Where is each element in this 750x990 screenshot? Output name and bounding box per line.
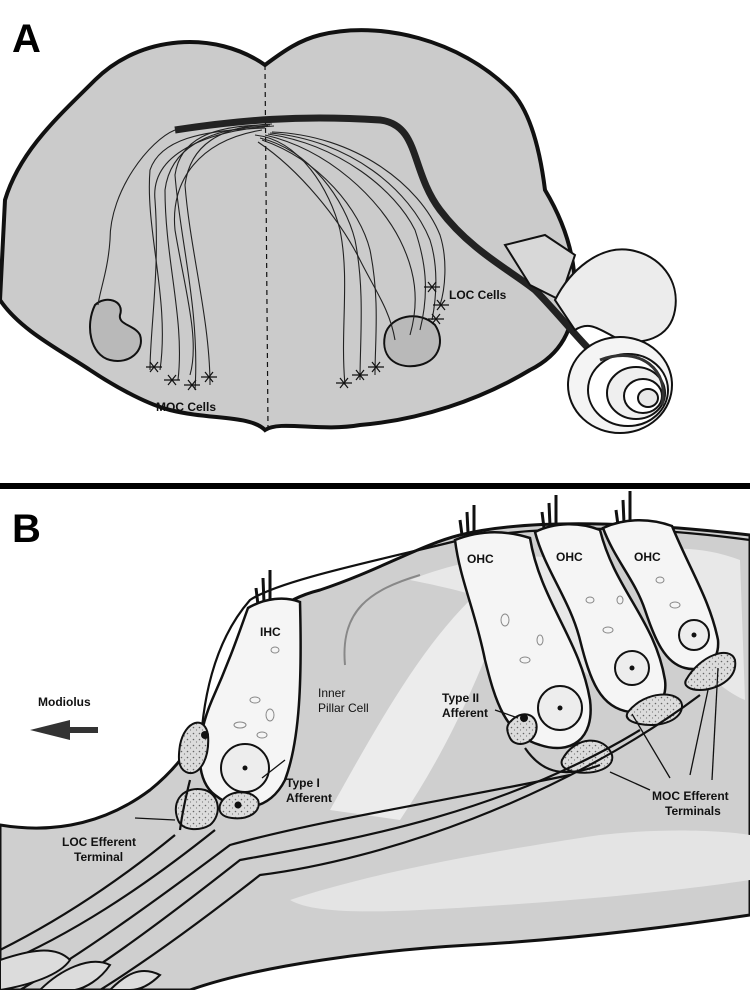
moc-fibers xyxy=(97,123,275,391)
modiolus-label: Modiolus xyxy=(38,695,91,709)
ohc-label-1: OHC xyxy=(467,552,494,566)
loc-efferent-label-line2: Terminal xyxy=(74,850,123,864)
synapse-marks xyxy=(201,714,528,809)
brainstem-outline xyxy=(0,28,578,433)
panel-b-letter: B xyxy=(12,507,41,551)
loc-nucleus xyxy=(383,315,441,368)
type-i-afferent-label-line2: Afferent xyxy=(286,791,332,805)
type-ii-afferent-label-line1: Type II xyxy=(442,691,479,705)
basilar-region xyxy=(290,830,750,912)
ohc-label-2: OHC xyxy=(556,550,583,564)
ihc-label: IHC xyxy=(260,625,281,639)
inner-pillar-label-line2: Pillar Cell xyxy=(318,701,369,715)
moc-cell-bodies xyxy=(146,361,217,391)
stereocilia xyxy=(254,491,632,606)
moc-cells-label: MOC Cells xyxy=(156,400,216,414)
tunnel-of-corti xyxy=(330,589,503,820)
inner-pillar-label-line1: Inner xyxy=(318,686,345,700)
panel-a-letter: A xyxy=(12,17,41,61)
type-ii-afferent-label-line2: Afferent xyxy=(442,706,488,720)
moc-nucleus xyxy=(89,298,142,362)
loc-cells-label: LOC Cells xyxy=(449,288,507,302)
nerve-root xyxy=(503,233,577,302)
panel-b: B xyxy=(0,491,750,990)
outer-hair-cell-1 xyxy=(453,530,592,750)
modiolar-fibers xyxy=(0,949,162,990)
panel-a: A xyxy=(0,17,677,434)
type-i-afferent-label-line1: Type I xyxy=(286,776,320,790)
modiolus-arrow xyxy=(30,720,98,740)
efferent-terminals xyxy=(175,651,737,831)
loc-cell-bodies xyxy=(336,281,449,389)
pillar-cell-edge xyxy=(343,574,421,666)
ohc-label-3: OHC xyxy=(634,550,661,564)
loc-fibers xyxy=(254,131,446,386)
moc-efferent-label-line1: MOC Efferent xyxy=(652,789,729,803)
olivocochlear-bundle xyxy=(174,114,593,353)
inner-hair-cell xyxy=(198,597,302,809)
moc-efferent-label-line2: Terminals xyxy=(665,804,721,818)
cochlea xyxy=(553,248,677,434)
label-arrows xyxy=(134,667,719,821)
panel-divider xyxy=(0,483,750,489)
loc-efferent-label-line1: LOC Efferent xyxy=(62,835,136,849)
midline xyxy=(264,64,269,429)
